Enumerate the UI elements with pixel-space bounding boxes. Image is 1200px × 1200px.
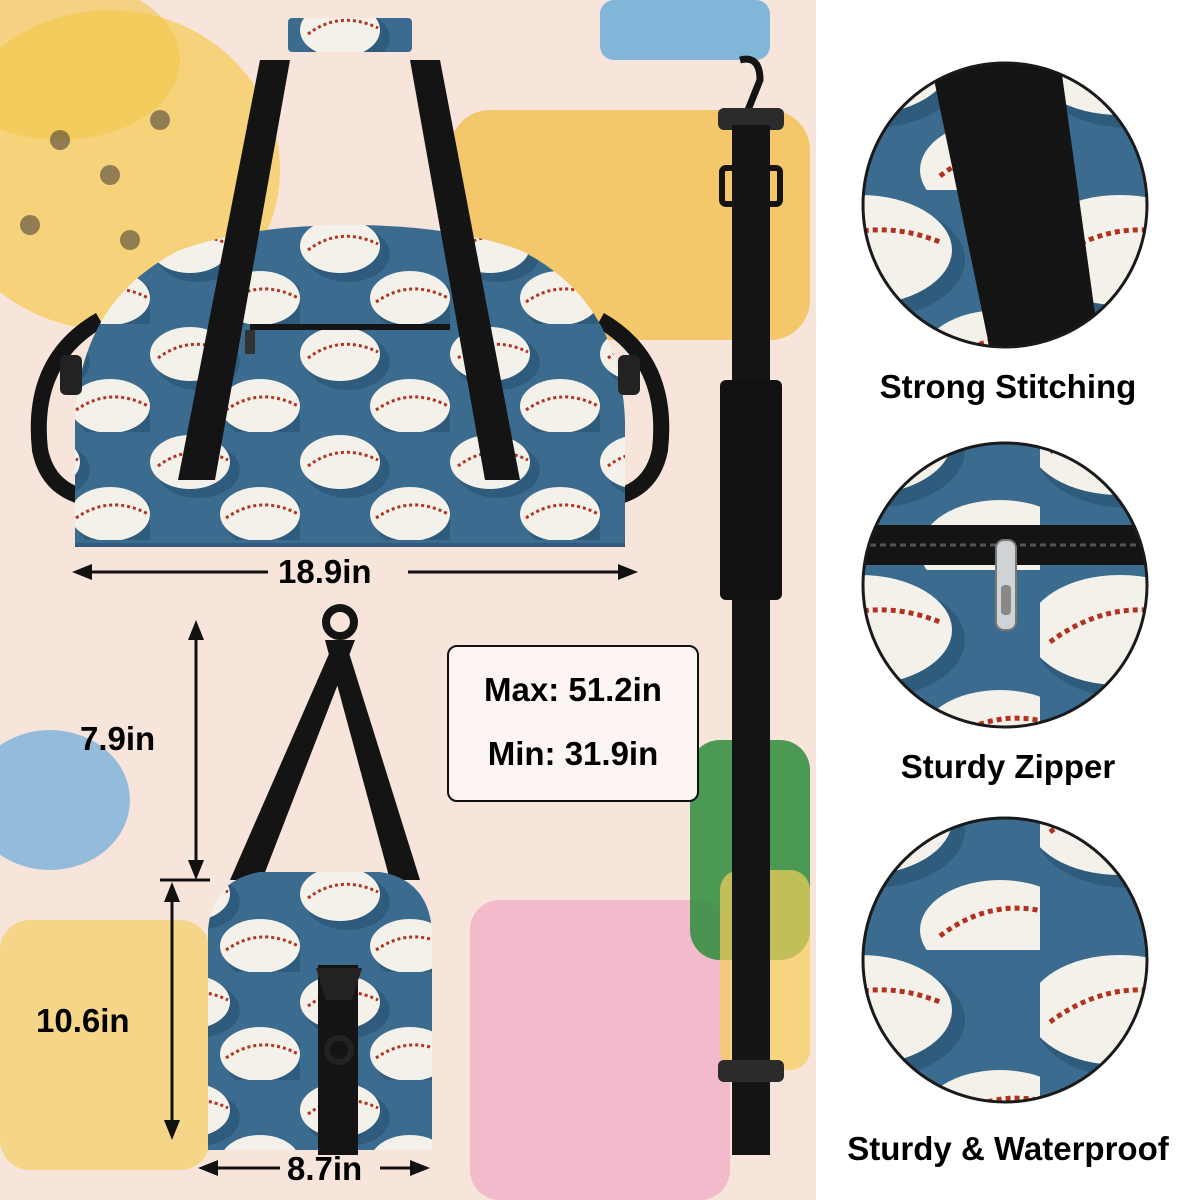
duffel-bag-front <box>30 18 670 547</box>
dimension-arrows <box>72 564 638 1176</box>
handle-drop-label: 7.9in <box>80 720 156 757</box>
feature-circle-fabric <box>861 816 1149 1104</box>
width-label: 8.7in <box>287 1150 363 1187</box>
length-label: 18.9in <box>278 553 372 590</box>
feature-label-waterproof: Sturdy & Waterproof <box>847 1130 1169 1167</box>
feature-circle-zipper <box>861 441 1149 729</box>
duffel-bag-side <box>208 604 432 1155</box>
strap-max-length: Max: 51.2in <box>484 671 662 708</box>
feature-label-stitching: Strong Stitching <box>879 368 1137 405</box>
shoulder-strap <box>718 55 784 1155</box>
strap-min-length: Min: 31.9in <box>487 735 659 772</box>
height-label: 10.6in <box>36 1002 130 1039</box>
feature-circle-stitching <box>861 61 1149 349</box>
strap-length-box: Max: 51.2in Min: 31.9in <box>447 645 699 802</box>
feature-label-zipper: Sturdy Zipper <box>900 748 1116 785</box>
